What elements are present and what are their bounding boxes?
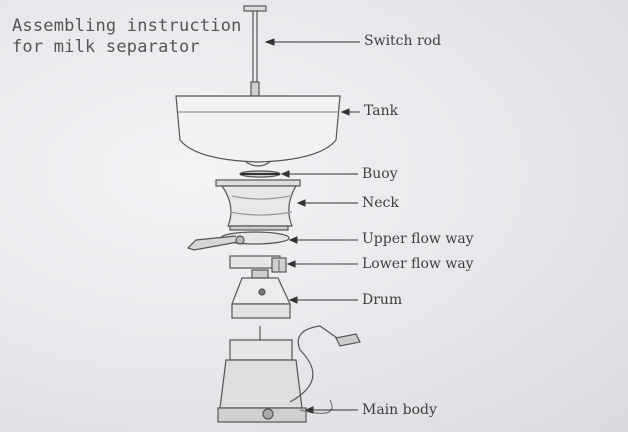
page-title: Assembling instruction for milk separato… bbox=[12, 16, 242, 58]
label-tank: Tank bbox=[364, 103, 399, 119]
label-switch-rod: Switch rod bbox=[364, 33, 442, 49]
switch-rod-part bbox=[243, 5, 267, 97]
neck-part bbox=[215, 179, 301, 231]
lower-flow-way-part bbox=[229, 255, 287, 273]
label-main-body: Main body bbox=[362, 402, 437, 418]
tank-part bbox=[175, 95, 341, 167]
leader-lines bbox=[264, 38, 360, 414]
label-lower-flow-way: Lower flow way bbox=[362, 256, 474, 272]
buoy-part bbox=[239, 170, 281, 178]
label-upper-flow-way: Upper flow way bbox=[362, 231, 474, 247]
label-neck: Neck bbox=[362, 195, 399, 211]
title-line-2: for milk separator bbox=[12, 37, 200, 57]
label-buoy: Buoy bbox=[362, 166, 398, 182]
upper-flow-way-part bbox=[186, 231, 290, 251]
title-line-1: Assembling instruction bbox=[12, 16, 242, 36]
drum-part bbox=[231, 269, 291, 319]
main-body-part bbox=[217, 325, 361, 423]
label-drum: Drum bbox=[362, 292, 403, 308]
